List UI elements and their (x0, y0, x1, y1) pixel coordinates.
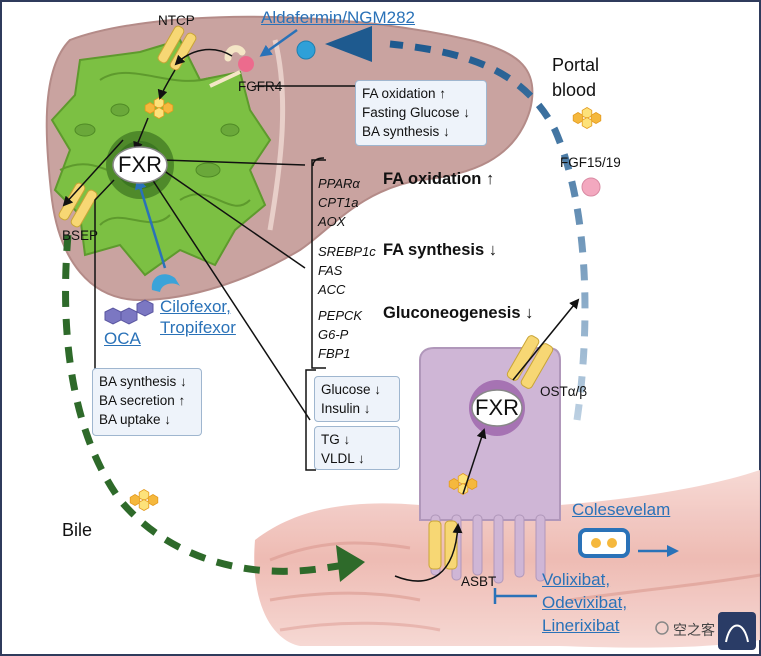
fa-synthesis-heading: FA synthesis ↓ (383, 241, 498, 259)
bile-acid-icon (153, 97, 165, 109)
bile-acid-icon (147, 494, 159, 506)
fa-oxidation-heading: FA oxidation ↑ (383, 170, 495, 188)
oca-link[interactable]: OCA (104, 329, 141, 348)
glucose-effect-1: Glucose ↓ (321, 382, 382, 397)
fgf-effect-2: Fasting Glucose ↓ (362, 105, 471, 120)
bile-acid-icon (581, 107, 593, 119)
fxr-oval-gut (471, 389, 523, 427)
ba-effect-2: BA secretion ↑ (99, 393, 186, 408)
gene-aox: AOX (318, 214, 346, 229)
gene-fas: FAS (318, 263, 343, 278)
line-fxr-metab (149, 175, 311, 421)
arrow-ba-to-fxr (133, 117, 149, 152)
tg-effect-2: VLDL ↓ (321, 451, 365, 466)
tg-box: TG ↓ VLDL ↓ (314, 426, 400, 470)
gene-bracket (311, 159, 326, 369)
arrow-ba-to-fxr-gut (462, 428, 487, 495)
gene-fbp1: FBP1 (318, 346, 351, 361)
fgf-ball-icon-portal (581, 177, 601, 197)
bile-acid-icon (138, 499, 150, 511)
arrow-ost-out (512, 298, 580, 381)
bile-arrow-path (62, 234, 346, 575)
wechat-icon (655, 621, 669, 635)
aldafermin-link[interactable]: Aldafermin/NGM282 (261, 8, 416, 27)
gene-g6p: G6-P (318, 327, 349, 342)
asbt-label: ASBT (461, 574, 497, 589)
line-fxr-fa-ox (162, 159, 306, 166)
ntcp-label: NTCP (158, 13, 195, 28)
ost-label: OSTα/β (540, 384, 588, 399)
drug-molecule-icon-oca (104, 299, 154, 325)
bile-acid-icon (138, 489, 150, 501)
bile-acid-icon (153, 107, 165, 119)
arrow-to-bsep (62, 139, 124, 207)
bile-acid-icon (448, 478, 460, 490)
fgfr4-label: FGFR4 (238, 79, 283, 94)
fxr-gut-label: FXR (475, 395, 519, 420)
gluconeogenesis-heading: Gluconeogenesis ↓ (383, 304, 534, 322)
gene-srebp1c: SREBP1c (318, 244, 376, 259)
fgf-ball-icon (296, 40, 316, 60)
bile-acid-icon (162, 102, 174, 114)
fgf-effect-3: BA synthesis ↓ (362, 124, 450, 139)
fgf-effect-1: FA oxidation ↑ (362, 86, 447, 101)
gene-group-fa-syn: SREBP1c FAS ACC (318, 242, 376, 299)
line-fxr-ba-box (94, 179, 115, 370)
portal-blood-label: Portal blood (552, 55, 600, 100)
intestine (254, 470, 761, 648)
gene-cpt1a: CPT1a (318, 195, 359, 210)
bile-acid-icon (466, 478, 478, 490)
volixibat-link[interactable]: Volixibat, (542, 570, 611, 589)
arrow-cilofexor (134, 177, 167, 269)
fxr-liver-label: FXR (118, 152, 162, 177)
arrow-into-cell (157, 69, 176, 100)
bile-acid-icon (572, 112, 584, 124)
bile-acid-icon (144, 102, 156, 114)
tropifexor-link[interactable]: Tropifexor (160, 318, 236, 337)
fgf-effects-box: FA oxidation ↑ Fasting Glucose ↓ BA synt… (355, 80, 487, 146)
glucose-box: Glucose ↓ Insulin ↓ (314, 376, 400, 422)
ba-effect-3: BA uptake ↓ (99, 412, 172, 427)
fxr-oval-liver (112, 146, 168, 184)
glucose-effect-2: Insulin ↓ (321, 401, 371, 416)
watermark-text: 空之客 (673, 622, 715, 638)
metab-bracket (305, 369, 316, 471)
ba-effects-box: BA synthesis ↓ BA secretion ↑ BA uptake … (92, 368, 202, 436)
portal-arrowhead (325, 26, 372, 62)
gene-acc: ACC (318, 282, 346, 297)
line-fxr-genes (159, 167, 306, 269)
gene-group-fa-ox: PPARα CPT1a AOX (318, 174, 360, 231)
arrow-ntcp (174, 48, 233, 66)
gene-pparα: PPARα (318, 176, 360, 191)
gene-group-gluco: PEPCK G6-P FBP1 (318, 306, 362, 363)
gene-pepck: PEPCK (318, 308, 363, 323)
bile-acid-icon (129, 494, 141, 506)
bile-acid-icon (581, 117, 593, 129)
cilofexor-link[interactable]: Cilofexor, (160, 297, 231, 316)
resin-icon (578, 528, 630, 558)
tg-effect-1: TG ↓ (321, 432, 351, 447)
bsep-label: BSEP (62, 228, 99, 243)
bile-acid-icon (590, 112, 602, 124)
watermark-logo-icon (718, 612, 756, 650)
receptor-icon (209, 45, 254, 88)
ba-effect-1: BA synthesis ↓ (99, 374, 187, 389)
linerixibat-link[interactable]: Linerixibat (542, 616, 620, 635)
odevixibat-link[interactable]: Odevixibat, (542, 593, 628, 612)
drug-molecule-icon-cilofexor (151, 274, 180, 292)
colesevelam-link[interactable]: Colesevelam (572, 500, 671, 519)
arrow-aldafermin (259, 28, 298, 57)
fgf-label: FGF15/19 (560, 155, 621, 170)
arrow-asbt-uptake (394, 523, 463, 582)
bile-arrowhead (336, 545, 365, 582)
portal-arrow-path (389, 40, 589, 421)
bile-label: Bile (62, 520, 93, 540)
